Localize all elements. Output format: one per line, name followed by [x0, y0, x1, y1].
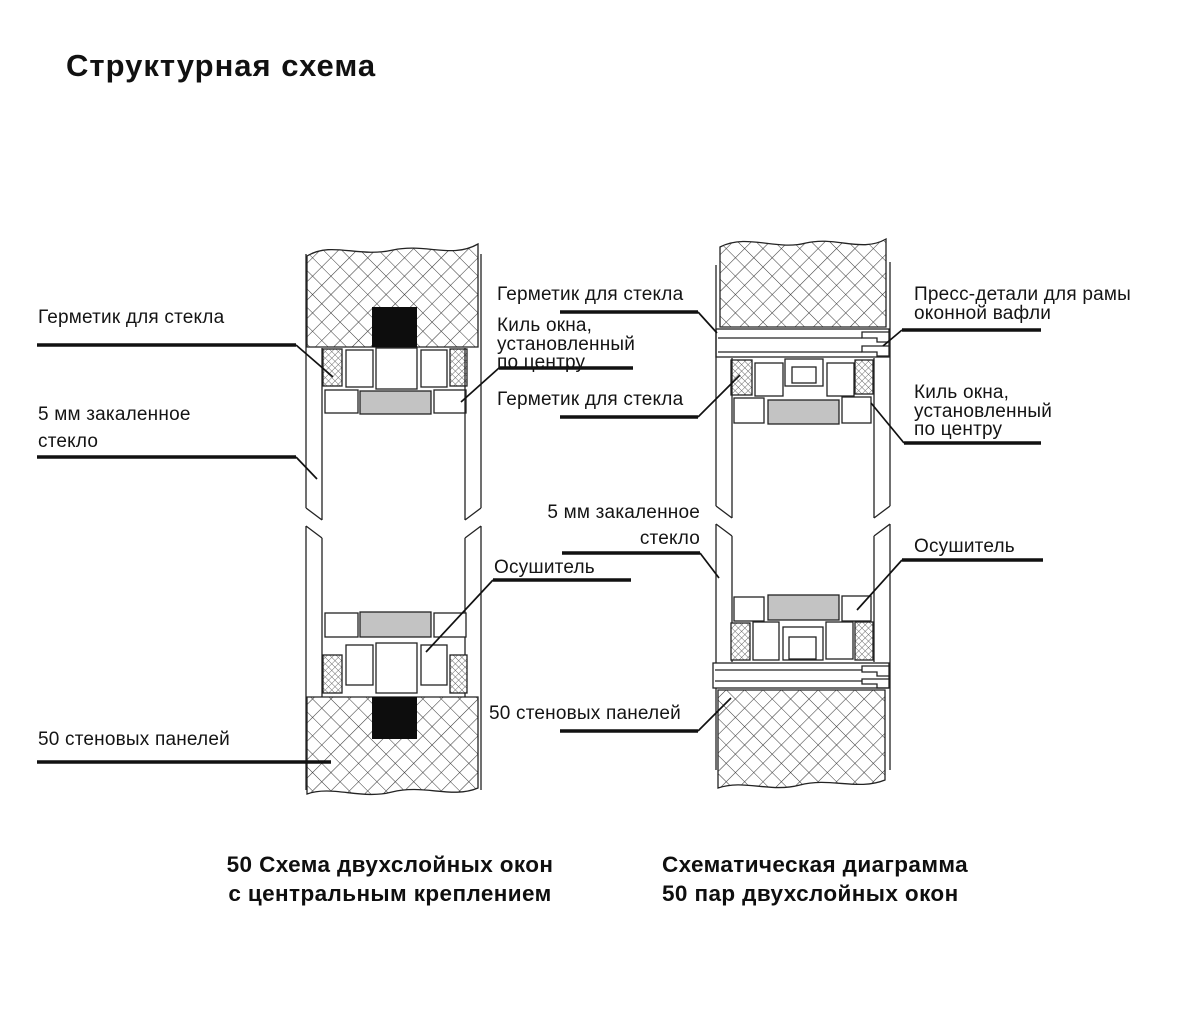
anchor-block: [372, 307, 417, 347]
wall-panel-bottom: [306, 696, 479, 796]
press-clip: [861, 345, 889, 357]
caption-line: Схематическая диаграмма: [662, 852, 969, 877]
press-clip: [861, 331, 889, 343]
label-glass-sealant-mid-top: Герметик для стекла: [497, 284, 683, 306]
leader-left-glass-sealant: [37, 343, 334, 378]
label-line: стекло: [38, 431, 99, 452]
label-line: установленный: [914, 400, 1053, 422]
label-line: Герметик для стекла: [38, 307, 225, 328]
leader-mid-glass-sealant-top: [560, 310, 718, 334]
glass-pane-left: [715, 265, 733, 519]
label-line: 5 мм закаленное: [547, 502, 700, 523]
label-line: по центру: [914, 419, 1003, 440]
keel-inner: [791, 366, 817, 384]
leader-right-window-keel: [870, 402, 1041, 445]
label-window-keel-mid: Киль окна, установленный по центру: [497, 315, 636, 373]
leader-mid-desiccant: [425, 578, 631, 653]
label-line: 5 мм закаленное: [38, 404, 191, 425]
desiccant-spacer: [767, 594, 840, 621]
leader-mid-tempered-glass: [562, 551, 720, 579]
label-line: 50 стеновых панелей: [489, 703, 681, 724]
wall-panel-top: [306, 242, 479, 348]
label-line: стекло: [639, 528, 700, 549]
anchor-block: [372, 697, 417, 739]
label-tempered-glass-left: 5 мм закаленное стекло: [38, 401, 191, 455]
label-glass-sealant-mid-bottom: Герметик для стекла: [497, 389, 683, 411]
wall-panel-top: [719, 237, 887, 328]
caption-line: 50 Схема двухслойных окон: [226, 852, 554, 877]
leader-mid-window-keel: [460, 366, 633, 403]
page-title: Структурная схема: [66, 48, 377, 83]
press-clip: [861, 678, 889, 689]
label-line: Осушитель: [914, 536, 1015, 557]
press-clip: [861, 665, 889, 677]
label-line: оконной вафли: [914, 302, 1052, 324]
glass-pane-left: [305, 254, 323, 521]
label-wall-panels-left: 50 стеновых панелей: [38, 729, 230, 751]
annotation-leaders: [37, 310, 1043, 764]
label-press-parts-right: Пресс-детали для рамы оконной вафли: [914, 284, 1131, 324]
label-line: Герметик для стекла: [497, 389, 684, 410]
caption-right-figure: Схематическая диаграмма 50 пар двухслойн…: [662, 851, 1092, 908]
label-line: по центру: [497, 352, 586, 373]
caption-line: 50 пар двухслойных окон: [662, 880, 959, 906]
label-desiccant-mid: Осушитель: [494, 557, 595, 579]
keel-inner: [788, 636, 817, 660]
desiccant-spacer: [359, 611, 432, 638]
leader-mid-wall-panels: [560, 697, 732, 733]
frame-band-top: [715, 328, 890, 358]
label-line: Пресс-детали для рамы: [914, 284, 1131, 305]
label-line: установленный: [497, 333, 636, 355]
label-line: Киль окна,: [497, 315, 593, 336]
leader-right-press-parts: [882, 328, 1041, 347]
leader-left-tempered-glass: [37, 455, 318, 480]
right-diagram: [712, 237, 891, 789]
label-glass-sealant-left: Герметик для стекла: [38, 307, 224, 329]
left-diagram: [305, 242, 482, 796]
label-line: 50 стеновых панелей: [38, 729, 230, 750]
caption-line: с центральным креплением: [228, 880, 552, 906]
label-window-keel-right: Киль окна, установленный по центру: [914, 382, 1053, 440]
leader-mid-glass-sealant-bottom: [560, 374, 741, 419]
glass-pane-right: [464, 254, 482, 521]
desiccant-spacer: [359, 390, 432, 415]
label-desiccant-right: Осушитель: [914, 536, 1015, 558]
glass-pane-right: [873, 262, 891, 519]
frame-band-bottom: [712, 662, 890, 689]
caption-left-figure: 50 Схема двухслойных окон с центральным …: [185, 851, 595, 908]
desiccant-spacer: [767, 399, 840, 425]
wall-panel-bottom: [717, 689, 886, 789]
label-line: Киль окна,: [914, 382, 1010, 403]
leader-right-desiccant: [856, 558, 1043, 611]
label-line: Герметик для стекла: [497, 284, 684, 305]
label-wall-panels-mid: 50 стеновых панелей: [489, 703, 681, 725]
label-line: Осушитель: [494, 557, 595, 578]
label-tempered-glass-mid: 5 мм закаленное стекло: [525, 500, 700, 552]
